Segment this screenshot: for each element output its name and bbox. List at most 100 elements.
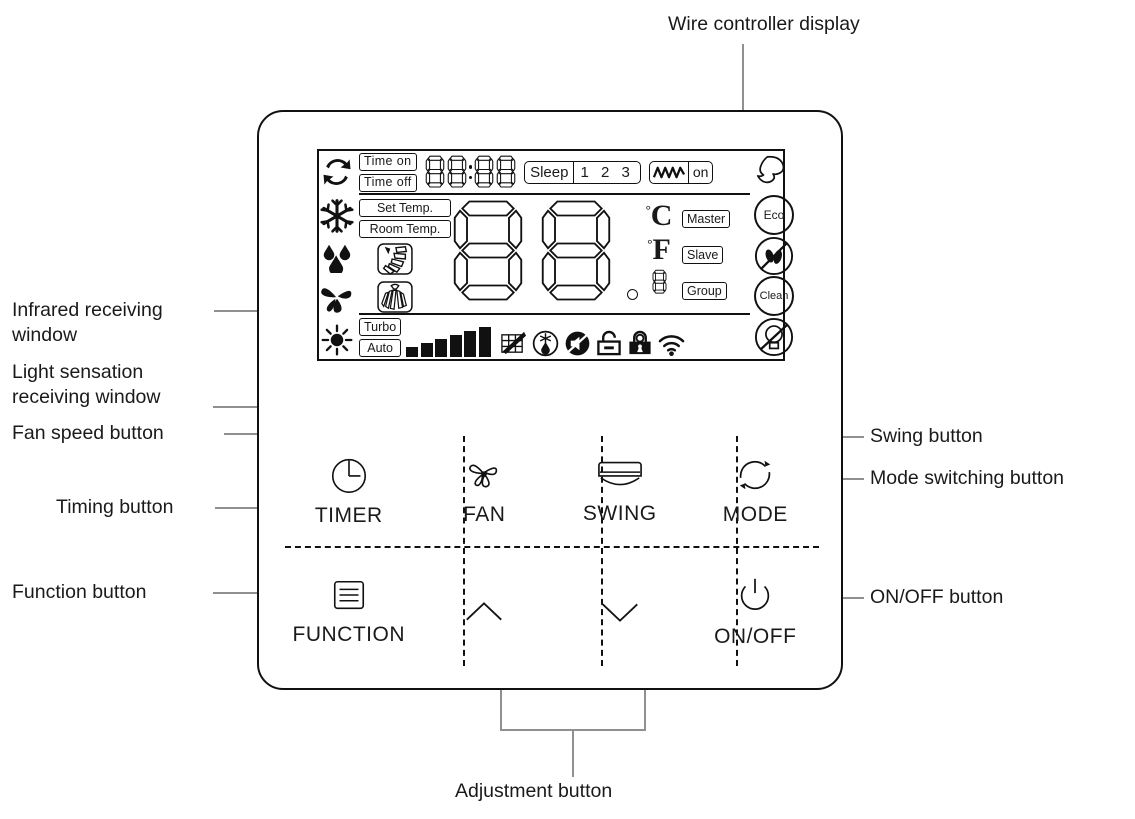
timer-colon bbox=[468, 159, 473, 185]
fan-bar-3 bbox=[435, 339, 448, 357]
leader-adjust-stem bbox=[572, 729, 574, 777]
eco-label: Eco bbox=[763, 207, 785, 222]
function-button[interactable]: FUNCTION bbox=[281, 551, 417, 672]
defrost-icon bbox=[532, 330, 559, 357]
wave-icon bbox=[650, 162, 688, 183]
fan-mode-icon bbox=[319, 281, 355, 315]
small-indicator-digit bbox=[652, 270, 666, 295]
timer-button[interactable]: TIMER bbox=[281, 430, 417, 551]
divider-col-3 bbox=[736, 436, 739, 666]
cycle-arrow-icon bbox=[734, 455, 776, 495]
unlock-icon bbox=[596, 330, 622, 357]
divider-col-1 bbox=[463, 436, 466, 666]
lcd-function-icon-column: Eco Clean bbox=[754, 151, 794, 359]
lcd-status-row: Turbo Auto bbox=[359, 315, 750, 359]
callout-mode-switching-button: Mode switching button bbox=[870, 467, 1065, 489]
room-temp-tag: Room Temp. bbox=[359, 220, 451, 239]
callout-light-sensation-receiving-window: Light sensation receiving window bbox=[12, 361, 161, 408]
mode-button-label: MODE bbox=[722, 502, 788, 526]
swing-button-label: SWING bbox=[582, 501, 657, 525]
child-lock-icon bbox=[627, 330, 653, 357]
fan-button[interactable]: FAN bbox=[417, 430, 553, 551]
function-button-label: FUNCTION bbox=[292, 622, 405, 646]
leader-timing-h bbox=[215, 507, 275, 509]
menu-lines-icon bbox=[329, 577, 369, 615]
up-button[interactable] bbox=[417, 551, 553, 672]
filter-clean-icon bbox=[500, 330, 527, 357]
lcd-main-area: Time on Time off bbox=[355, 151, 754, 359]
clock-icon bbox=[328, 454, 370, 496]
fan-mode-tags: Turbo Auto bbox=[359, 318, 402, 357]
wire-controller-body: Time on Time off bbox=[257, 110, 843, 690]
timer-digit-2 bbox=[447, 155, 466, 188]
callout-onoff-button: ON/OFF button bbox=[870, 586, 1004, 608]
timer-digit-1 bbox=[425, 155, 444, 188]
callout-swing-button: Swing button bbox=[870, 425, 983, 447]
slave-tag: Slave bbox=[682, 246, 724, 265]
chevron-down-icon bbox=[598, 597, 642, 627]
eco-icon: Eco bbox=[754, 194, 794, 235]
mode-button[interactable]: MODE bbox=[688, 430, 824, 551]
onoff-button[interactable]: ON/OFF bbox=[688, 551, 824, 672]
down-button[interactable] bbox=[552, 551, 688, 672]
wave-on-label: on bbox=[687, 161, 713, 183]
celsius-unit: °C bbox=[645, 199, 673, 233]
fan-icon bbox=[463, 455, 505, 495]
mute-icon bbox=[564, 330, 591, 357]
master-tag: Master bbox=[682, 210, 731, 229]
sleep-levels: 1 2 3 bbox=[573, 161, 639, 183]
cool-mode-icon bbox=[319, 198, 355, 234]
fan-bar-2 bbox=[420, 343, 433, 357]
timer-digit-3 bbox=[474, 155, 494, 188]
group-tag: Group bbox=[682, 282, 727, 301]
lcd-temperature-row: Set Temp. Room Temp. bbox=[359, 195, 750, 316]
no-person-icon bbox=[754, 236, 794, 276]
set-temp-tag: Set Temp. bbox=[359, 199, 451, 218]
time-on-tag: Time on bbox=[359, 152, 417, 171]
wifi-icon bbox=[658, 333, 685, 357]
display-off-icon bbox=[754, 317, 794, 357]
callout-wire-controller-display: Wire controller display bbox=[668, 13, 860, 35]
temp-units: °C °F bbox=[638, 197, 680, 313]
unit-and-role-area: °C °F bbox=[638, 195, 750, 313]
decimal-dot-icon bbox=[627, 289, 638, 301]
turbo-tag: Turbo bbox=[359, 318, 402, 336]
auto-mode-icon bbox=[319, 154, 355, 190]
divider-row bbox=[285, 546, 819, 549]
callout-fan-speed-button: Fan speed button bbox=[12, 422, 164, 444]
fan-bar-1 bbox=[406, 347, 419, 357]
temp-digit-ones bbox=[541, 201, 611, 301]
leader-wire-controller-display bbox=[742, 44, 744, 148]
timer-button-label: TIMER bbox=[314, 503, 383, 527]
time-off-tag: Time off bbox=[359, 173, 417, 192]
auto-tag: Auto bbox=[359, 339, 402, 357]
callout-adjustment-button: Adjustment button bbox=[455, 780, 613, 802]
heat-mode-icon bbox=[319, 323, 355, 357]
sleep-indicator: Sleep 1 2 3 bbox=[524, 160, 641, 184]
role-tags: Master Slave Group bbox=[680, 197, 750, 313]
swing-up-down-icon bbox=[377, 243, 451, 276]
wave-on-indicator: on bbox=[648, 160, 714, 184]
swing-icon bbox=[597, 456, 643, 494]
button-panel: TIMER FAN bbox=[281, 430, 823, 672]
fan-speed-bars bbox=[406, 327, 491, 357]
strong-power-icon bbox=[754, 154, 794, 194]
dry-mode-icon bbox=[319, 243, 355, 273]
swing-button[interactable]: SWING bbox=[552, 430, 688, 551]
fan-bar-6 bbox=[478, 327, 491, 357]
fan-button-label: FAN bbox=[463, 502, 506, 526]
timer-digits bbox=[425, 154, 516, 190]
timer-digit-4 bbox=[496, 155, 516, 188]
swing-left-right-icon bbox=[377, 281, 451, 314]
lcd-mode-icon-column bbox=[319, 151, 355, 359]
divider-col-2 bbox=[600, 436, 603, 666]
fan-bar-5 bbox=[464, 331, 477, 357]
chevron-up-icon bbox=[462, 597, 506, 627]
sleep-label: Sleep bbox=[530, 163, 569, 181]
main-temp-digits bbox=[451, 195, 638, 313]
fan-bar-4 bbox=[449, 335, 462, 357]
temp-digit-tens bbox=[453, 201, 523, 301]
clean-label: Clean bbox=[759, 290, 789, 303]
lcd-timer-row: Time on Time off bbox=[359, 151, 750, 196]
